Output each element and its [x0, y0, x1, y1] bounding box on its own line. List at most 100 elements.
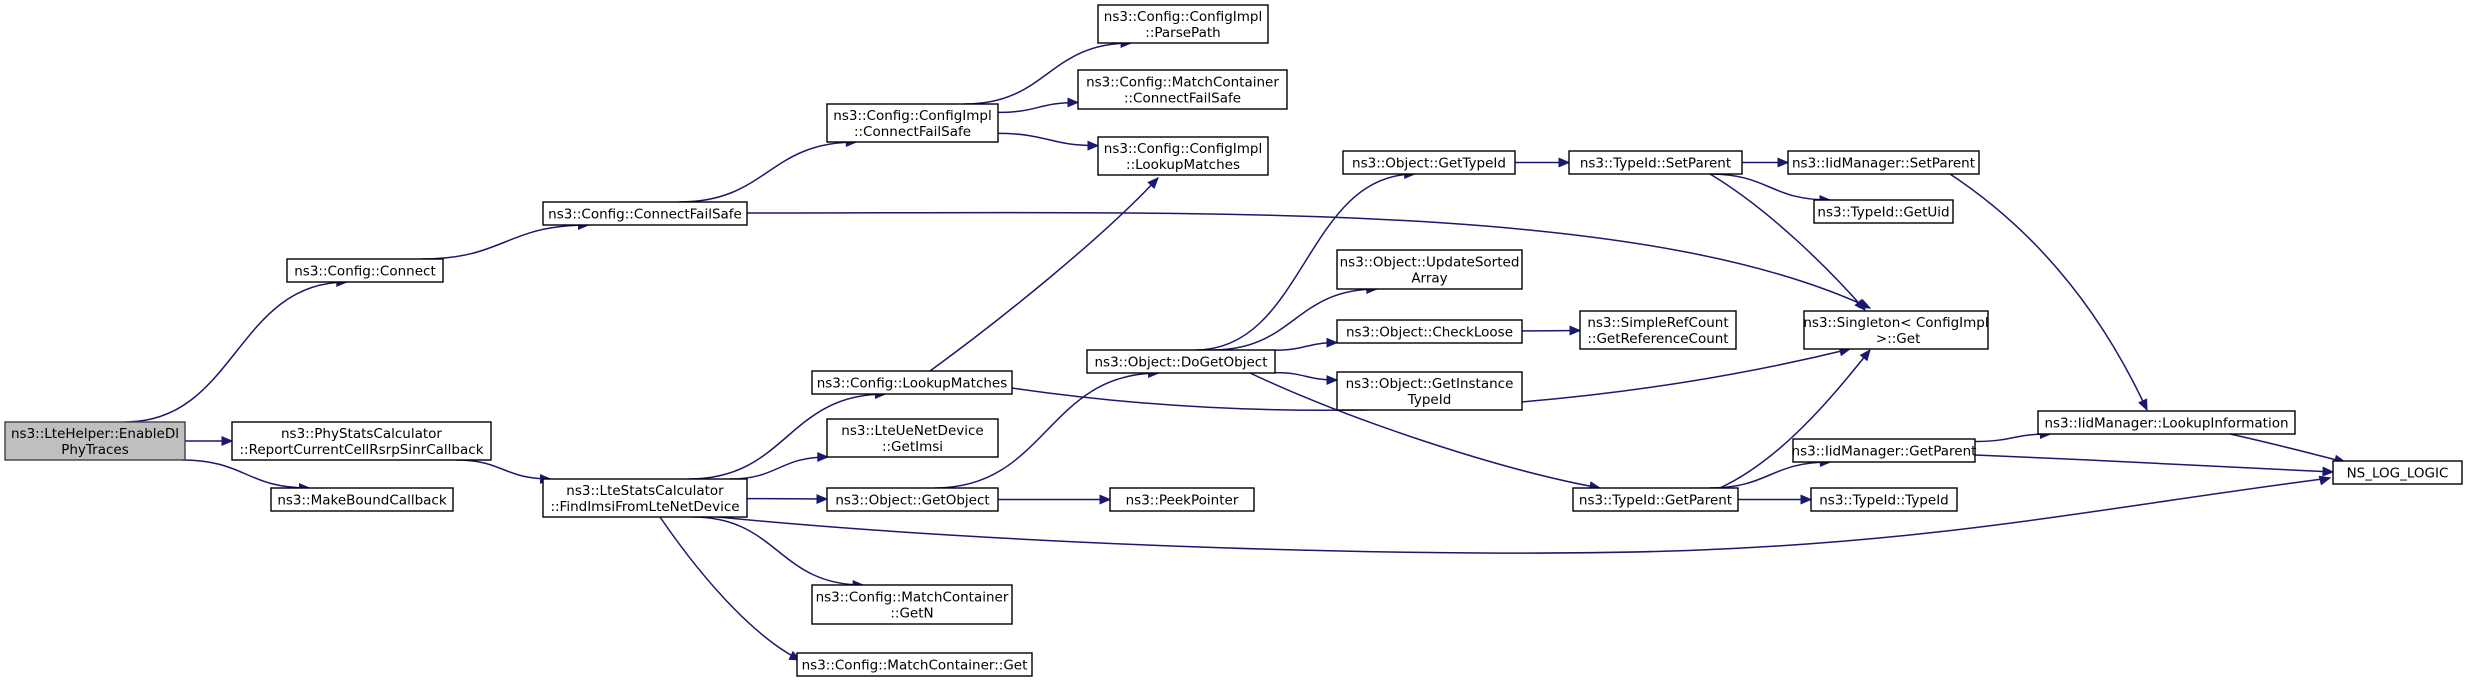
node-box: [542, 201, 748, 226]
node-label: ns3::Object::GetTypeId: [1352, 156, 1506, 172]
node-mc-connect-failsafe[interactable]: ns3::Config::MatchContainer::ConnectFail…: [1077, 69, 1288, 110]
node-object-dogetobject[interactable]: ns3::Object::DoGetObject: [1086, 349, 1276, 374]
node-object-gettypeid[interactable]: ns3::Object::GetTypeId: [1342, 150, 1516, 175]
node-box: [1336, 249, 1523, 290]
node-connect-failsafe[interactable]: ns3::Config::ConnectFailSafe: [542, 201, 748, 226]
edge-connect_failsafe-to-singleton_get: [746, 211, 1872, 309]
edge-object_checkloose-to-simplerefcount: [1521, 325, 1582, 336]
edge-line: [1974, 433, 2051, 443]
node-label: ns3::IidManager::GetParent: [1792, 444, 1977, 460]
edge-object_getobject-to-peek_pointer: [998, 494, 1112, 505]
node-config-connect[interactable]: ns3::Config::Connect: [286, 258, 444, 283]
node-impl-connect-failsafe[interactable]: ns3::Config::ConfigImpl::ConnectFailSafe: [826, 103, 999, 143]
node-box: [1813, 199, 1954, 224]
arrowhead-icon: [1326, 337, 1339, 348]
node-box: [1077, 69, 1288, 110]
node-label: ns3::Config::MatchContainer: [816, 590, 1009, 606]
arrowhead-icon: [2322, 466, 2335, 477]
node-box: [1787, 150, 1980, 175]
edge-iid_getparent-to-ns_log_logic: [1974, 454, 2335, 477]
edge-line: [1195, 173, 1415, 351]
arrowhead-icon: [1777, 157, 1790, 168]
edge-line: [964, 42, 1132, 105]
node-label: >::Get: [1872, 331, 1921, 347]
node-label: ::FindImsiFromLteNetDevice: [550, 499, 739, 515]
edge-line: [688, 393, 886, 480]
node-label: ns3::TypeId::GetParent: [1579, 493, 1732, 509]
arrowhead-icon: [1859, 348, 1871, 362]
node-label: ns3::TypeId::SetParent: [1580, 156, 1731, 172]
node-typeid-getparent[interactable]: ns3::TypeId::GetParent: [1572, 487, 1739, 512]
node-label: ns3::Object::GetInstance: [1346, 376, 1514, 392]
node-box: [811, 584, 1013, 625]
edge-impl_connect_failsafe-to-mc_connect_failsafe: [997, 97, 1080, 114]
edge-line: [997, 101, 1079, 114]
node-lte-ue-getimsi[interactable]: ns3::LteUeNetDevice::GetImsi: [826, 418, 999, 458]
node-iid-lookupinfo[interactable]: ns3::IidManager::LookupInformation: [2037, 410, 2296, 435]
node-typeid-typeid[interactable]: ns3::TypeId::TypeId: [1810, 487, 1958, 512]
node-box: [826, 103, 999, 143]
node-label: ns3::Config::ConnectFailSafe: [548, 207, 742, 223]
arrowhead-icon: [1067, 97, 1080, 108]
node-typeid-getuid[interactable]: ns3::TypeId::GetUid: [1813, 199, 1954, 224]
node-label: ns3::Object::CheckLoose: [1346, 325, 1513, 341]
node-object-checkloose[interactable]: ns3::Object::CheckLoose: [1336, 319, 1523, 344]
node-label: ns3::PeekPointer: [1126, 493, 1239, 509]
edge-iid_lookupinfo-to-ns_log_logic: [2229, 433, 2347, 465]
node-find-imsi[interactable]: ns3::LteStatsCalculator::FindImsiFromLte…: [542, 478, 748, 518]
edge-find_imsi-to-lte_ue_getimsi: [729, 452, 830, 480]
node-impl-lookupmatches[interactable]: ns3::Config::ConfigImpl::LookupMatches: [1097, 136, 1269, 176]
edge-typeid_getparent-to-singleton_get: [1719, 348, 1871, 489]
node-make-bound-callback[interactable]: ns3::MakeBoundCallback: [270, 487, 454, 512]
nodes-layer: ns3::LteHelper::EnableDlPhyTracesns3::Co…: [4, 4, 2463, 677]
node-ns-log-logic[interactable]: NS_LOG_LOGIC: [2332, 460, 2463, 485]
node-label: Array: [1411, 271, 1447, 287]
node-label: ::ConnectFailSafe: [1124, 91, 1241, 107]
edge-line: [678, 141, 857, 203]
node-label: ns3::Config::ConfigImpl: [1104, 141, 1262, 157]
node-singleton-get[interactable]: ns3::Singleton< ConfigImpl >::Get: [1803, 310, 1989, 350]
node-iid-getparent[interactable]: ns3::IidManager::GetParent: [1792, 438, 1977, 463]
arrowhead-icon: [1569, 325, 1582, 336]
node-box: [1803, 310, 1989, 350]
edge-line: [717, 477, 2331, 554]
node-label: ns3::Singleton< ConfigImpl: [1803, 315, 1988, 331]
edge-impl_connect_failsafe-to-impl_lookupmatches: [997, 132, 1100, 151]
edge-config_lookupmatches-to-impl_lookupmatches: [929, 177, 1159, 372]
node-box: [1097, 136, 1269, 176]
arrowhead-icon: [817, 452, 830, 462]
node-box: [1810, 487, 1958, 512]
node-object-getobject[interactable]: ns3::Object::GetObject: [826, 487, 999, 512]
node-label: ::GetReferenceCount: [1587, 331, 1728, 347]
edge-line: [997, 132, 1099, 147]
node-label: ns3::Config::MatchContainer: [1086, 75, 1279, 91]
node-label: ::ParsePath: [1145, 25, 1220, 41]
node-box: [826, 418, 999, 458]
node-impl-parsepath[interactable]: ns3::Config::ConfigImpl::ParsePath: [1097, 4, 1269, 44]
node-box: [1109, 487, 1255, 512]
node-simplerefcount[interactable]: ns3::SimpleRefCount::GetReferenceCount: [1579, 310, 1737, 350]
node-box: [542, 478, 748, 518]
node-mc-getn[interactable]: ns3::Config::MatchContainer::GetN: [811, 584, 1013, 625]
arrowhead-icon: [1099, 494, 1112, 505]
node-box: [1336, 319, 1523, 344]
node-label: ns3::PhyStatsCalculator: [281, 426, 442, 442]
node-peek-pointer[interactable]: ns3::PeekPointer: [1109, 487, 1255, 512]
node-typeid-setparent[interactable]: ns3::TypeId::SetParent: [1568, 150, 1743, 175]
edge-line: [125, 281, 347, 423]
edge-find_imsi-to-mc_get: [659, 516, 802, 661]
node-phystats-report[interactable]: ns3::PhyStatsCalculator::ReportCurrentCe…: [231, 421, 492, 461]
edge-root-to-phystats_report: [185, 436, 234, 446]
node-label: ns3::IidManager::LookupInformation: [2044, 416, 2288, 432]
node-config-lookupmatches[interactable]: ns3::Config::LookupMatches: [811, 370, 1013, 395]
edge-line: [2229, 433, 2346, 463]
node-label: ns3::Config::LookupMatches: [817, 376, 1008, 392]
node-mc-get[interactable]: ns3::Config::MatchContainer::Get: [796, 652, 1033, 677]
edge-line: [1974, 454, 2334, 473]
node-iid-setparent[interactable]: ns3::IidManager::SetParent: [1787, 150, 1980, 175]
arrowhead-icon: [1147, 177, 1159, 190]
